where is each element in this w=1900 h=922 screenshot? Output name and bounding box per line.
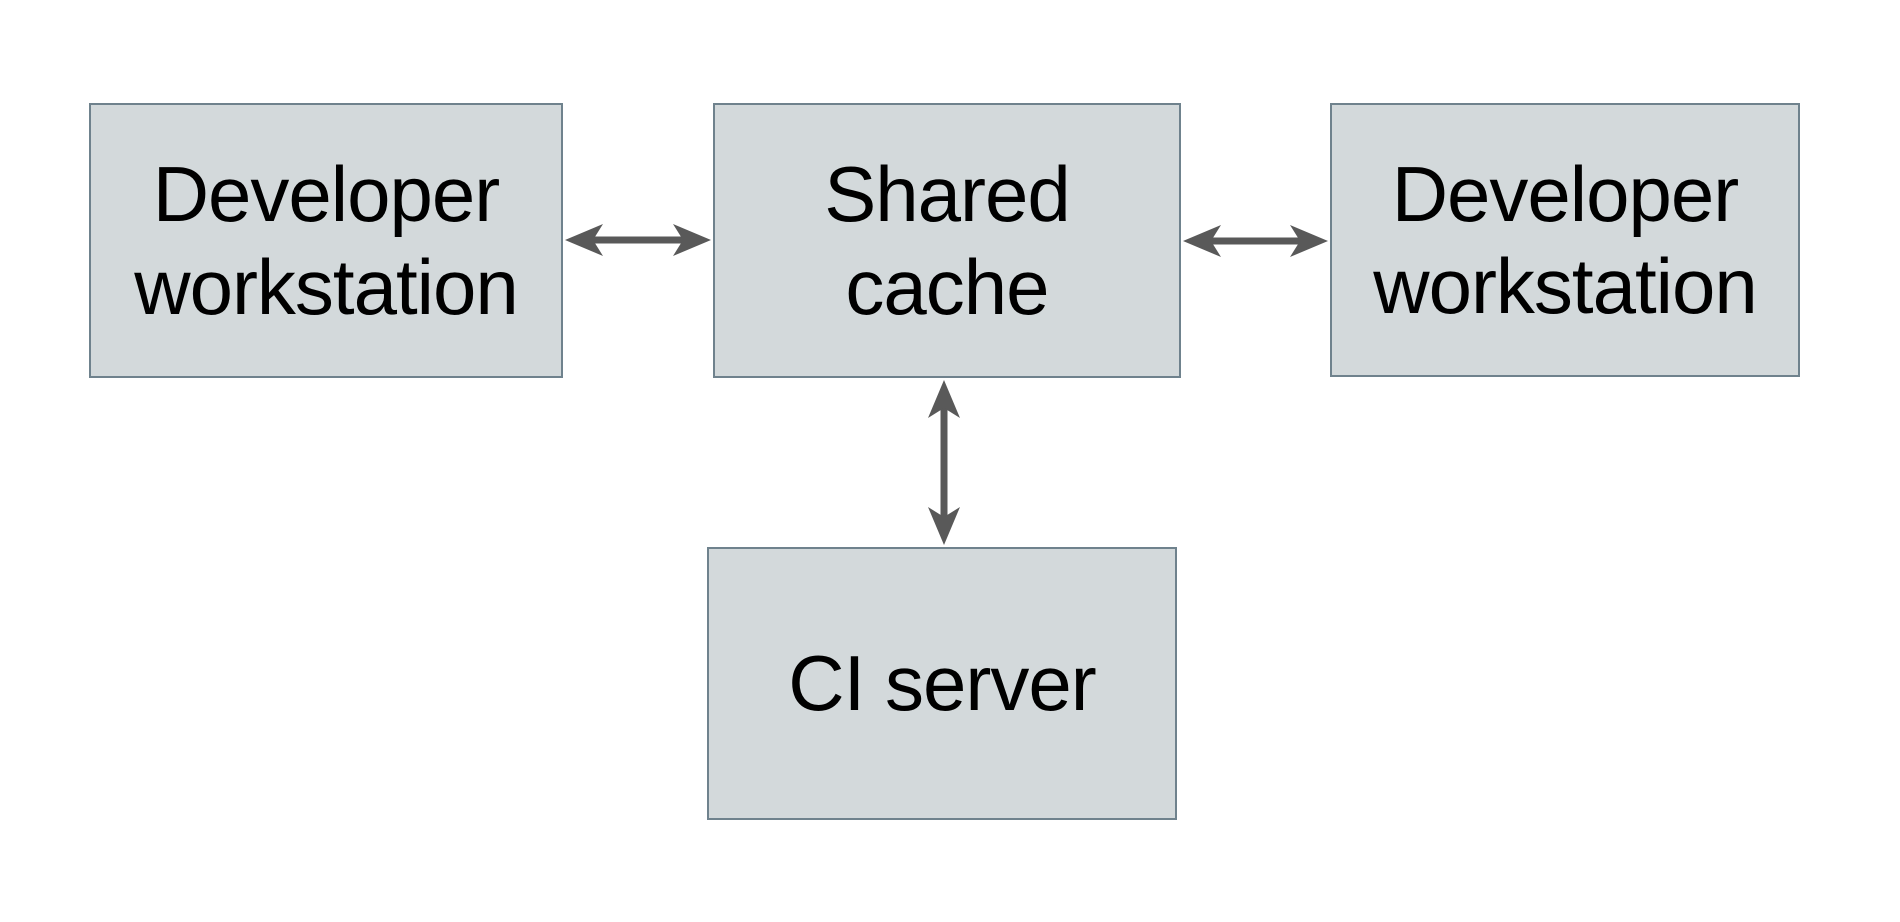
bidirectional-arrow-shared-cache-right-workstation [1183, 225, 1328, 257]
node-ci-server-label: CI server [788, 639, 1096, 728]
node-developer-workstation-left-label: Developer workstation [134, 150, 518, 331]
bidirectional-arrow-left-workstation-shared-cache [565, 224, 711, 256]
node-developer-workstation-left: Developer workstation [89, 103, 563, 378]
bidirectional-arrow-shared-cache-ci-server [928, 380, 960, 545]
node-shared-cache-label: Shared cache [824, 150, 1071, 331]
node-shared-cache: Shared cache [713, 103, 1181, 378]
node-developer-workstation-right-label: Developer workstation [1373, 149, 1757, 330]
node-developer-workstation-right: Developer workstation [1330, 103, 1800, 377]
node-ci-server: CI server [707, 547, 1177, 820]
